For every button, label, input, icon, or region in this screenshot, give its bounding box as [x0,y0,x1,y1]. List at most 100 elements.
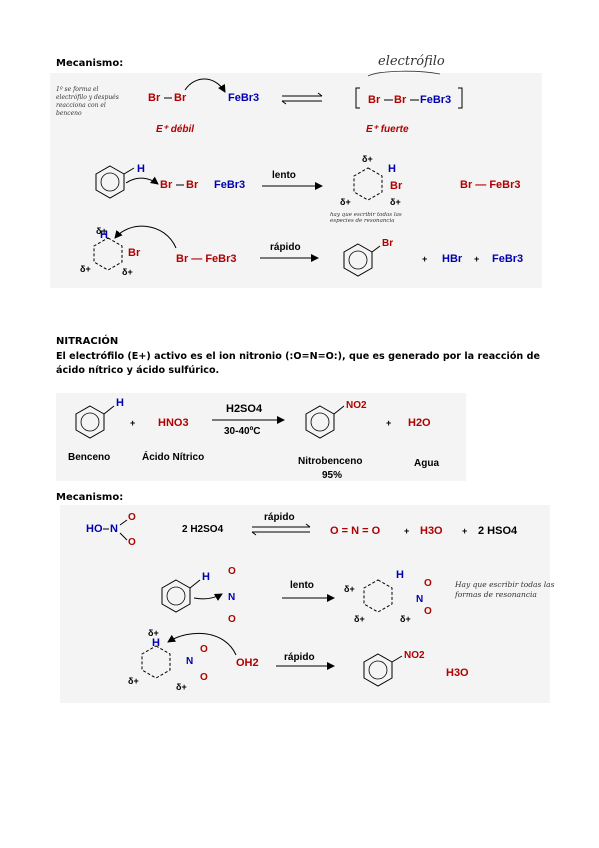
nitrobenzene-ring [305,405,335,439]
strong-br1: Br [368,94,381,106]
step1-arrow-label: lento [272,170,296,181]
weak-curved-arrow [184,78,226,93]
handwritten-electrophile-title: electrófilo [378,54,445,69]
svg-text:δ+: δ+ [354,614,365,624]
delta-2b: δ+ [80,264,91,274]
step1-anion: Br — FeBr3 [460,179,521,191]
bromobenzene-ring [343,243,373,277]
reaction-no2: NO2 [346,400,367,411]
svg-text:O: O [128,537,136,548]
activation-arrow-label: rápido [264,512,295,523]
step1-br2: Br [186,179,199,191]
paragraph-start: El electrófilo (E+) activo es el ion nit… [56,351,290,362]
strong-br2: Br [394,94,407,106]
handwritten-note-resonance-1: hay que escribir todas las especies de r… [330,212,402,224]
nitr-step2-h3o: H3O [446,667,469,679]
step1-product-br: Br [390,180,403,192]
svg-text:δ+: δ+ [128,676,139,686]
svg-text:δ+: δ+ [400,614,411,624]
step2-arrow-label: rápido [270,242,301,253]
nitr-step2-water: OH2 [236,657,259,669]
svg-text:O: O [228,614,236,625]
svg-text:+: + [404,526,409,536]
activation-ho: HO [86,523,103,535]
reaction-water: H2O [408,417,431,429]
nitration-mechanism-panel [60,505,550,703]
strong-febr3: FeBr3 [420,94,451,106]
handwritten-note-electrophile: 1º se forma el electrófilo y después rea… [56,86,119,117]
name-water: Agua [414,458,439,469]
step2-hbr: HBr [442,253,463,265]
paragraph-end: ), que es generado por la reacción de ác… [56,351,540,376]
benzene-ring-1 [95,165,125,199]
activation-h3o: H3O [420,525,443,537]
svg-text:N: N [416,594,423,605]
activation-nitronium: O = N = O [330,525,381,537]
svg-text:N: N [186,656,193,667]
svg-text:O: O [128,512,136,523]
sigma-complex-2 [93,237,123,271]
nitronium-formula: :O=N=O: [289,351,338,362]
step2-product-br: Br [382,238,393,249]
sigma-complex-3 [363,579,393,613]
svg-text:O: O [200,644,208,655]
nitr-step2-no2: NO2 [404,650,425,661]
reaction-conditions: 30-40ºC [224,426,260,437]
mechanism-heading-2: Mecanismo: [56,492,124,503]
activation-acid: 2 H2SO4 [182,524,224,535]
delta-1a: δ+ [362,154,373,164]
activation-n: N [110,523,118,535]
name-benzene: Benceno [68,452,110,463]
svg-text:δ+: δ+ [148,628,159,638]
reaction-h: H [116,397,124,409]
nitr-step2-arrow-label: rápido [284,652,315,663]
svg-text:O: O [200,672,208,683]
weak-br1: Br [148,92,161,104]
nitr-step2-h: H [152,637,160,649]
nitr-step1-h: H [202,571,210,583]
sigma-complex-4 [141,645,171,679]
step1-febr3: FeBr3 [214,179,245,191]
benzene-ring-2 [75,405,105,439]
step2-h: H [100,229,108,241]
reaction-catalyst: H2SO4 [226,403,263,415]
name-yield: 95% [322,470,342,481]
step2-br: Br [128,247,141,259]
delta-1b: δ+ [390,197,401,207]
name-nitric: Ácido Nítrico [142,450,204,463]
step2-febr3: FeBr3 [492,253,523,265]
svg-text:O: O [424,578,432,589]
reaction-plus-2: + [386,418,391,428]
weak-br2: Br [174,92,187,104]
activation-bisulfate: 2 HSO4 [478,525,518,537]
step1-product-h: H [388,163,396,175]
mechanism-heading-1: Mecanismo: [56,58,124,69]
name-nitrobenzene: Nitrobenceno [298,456,362,467]
nitr-step1-arrow-label: lento [290,580,314,591]
delta-2a: δ+ [96,226,107,236]
halogenation-mechanism-panel [50,73,542,288]
reaction-hno3: HNO3 [158,417,189,429]
reaction-plus-1: + [130,418,135,428]
svg-text:O: O [228,566,236,577]
svg-text:+: + [462,526,467,536]
step2-plus-1: + [422,254,427,264]
strong-label: E⁺ fuerte [366,124,409,135]
weak-label: E⁺ débil [156,124,194,135]
step1-h: H [137,163,145,175]
svg-text:δ+: δ+ [176,682,187,692]
step1-br1: Br [160,179,173,191]
svg-text:δ+: δ+ [344,584,355,594]
delta-2c: δ+ [122,267,133,277]
svg-text:H: H [396,569,404,581]
handwritten-note-resonance: Hay que escribir todas las formas de res… [455,580,555,599]
nitration-reaction-panel [56,393,466,481]
step2-plus-2: + [474,254,479,264]
sigma-complex-1 [353,167,383,201]
step2-base: Br — FeBr3 [176,253,237,265]
weak-febr3: FeBr3 [228,92,259,104]
svg-text:O: O [424,606,432,617]
benzene-ring-3 [161,579,191,613]
nitration-title: NITRACIÓN [56,336,119,347]
